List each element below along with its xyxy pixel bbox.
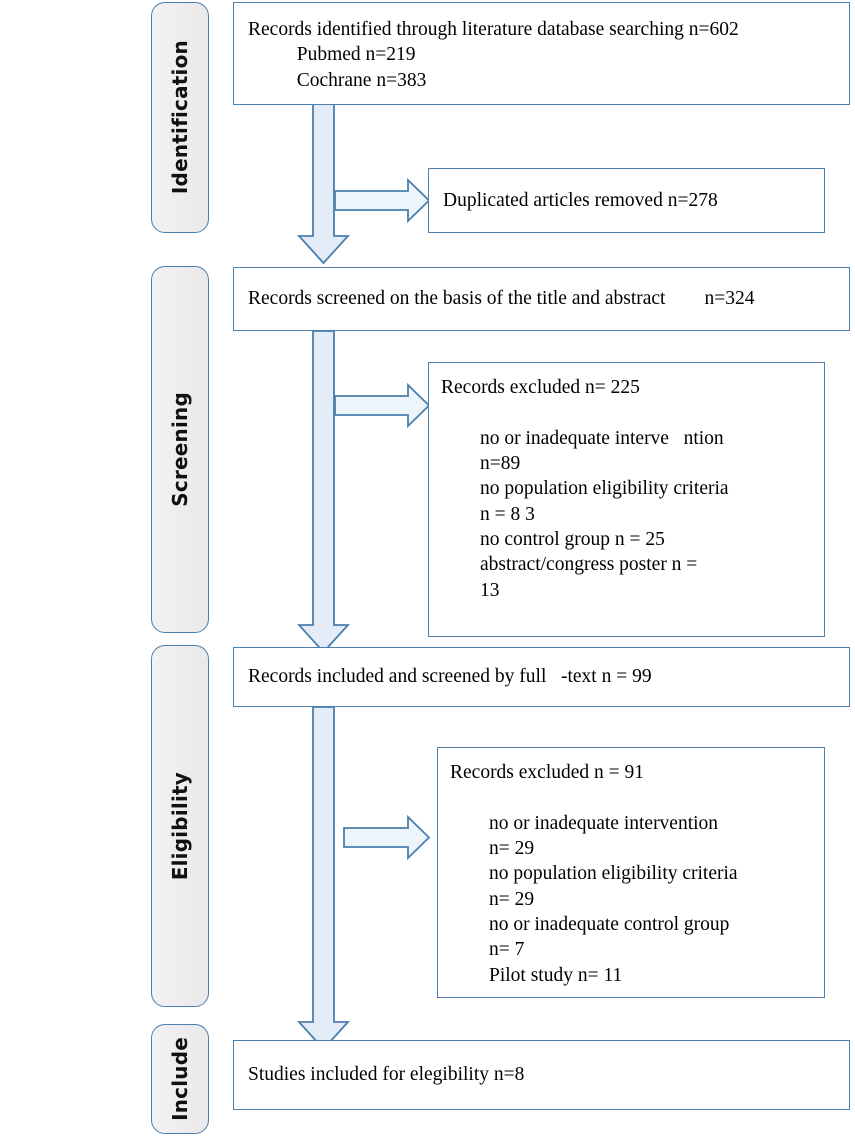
stage-pill-eligibility: Eligibility <box>151 645 209 1007</box>
arrow-identified-to-screened-icon <box>296 103 351 265</box>
arrow-to-excluded-screening-icon <box>334 382 431 429</box>
stage-label-screening: Screening <box>168 392 192 507</box>
arrow-fulltext-to-included-icon <box>296 706 351 1051</box>
box-records-included-fulltext: Records included and screened by full -t… <box>233 647 850 707</box>
stage-label-identification: Identification <box>168 40 192 195</box>
box-studies-included-text: Studies included for elegibility n=8 <box>248 1064 525 1086</box>
stage-pill-include: Include <box>151 1024 209 1134</box>
box-records-excluded-eligibility-text: Records excluded n = 91 no or inadequate… <box>450 762 738 986</box>
box-records-identified: Records identified through literature da… <box>233 2 850 105</box>
box-records-screened: Records screened on the basis of the tit… <box>233 267 850 331</box>
box-duplicates-removed: Duplicated articles removed n=278 <box>428 168 825 233</box>
stage-pill-screening: Screening <box>151 266 209 633</box>
stage-label-include: Include <box>168 1037 192 1121</box>
box-records-excluded-eligibility: Records excluded n = 91 no or inadequate… <box>437 747 825 998</box>
box-records-screened-text: Records screened on the basis of the tit… <box>248 288 755 310</box>
arrow-to-excluded-eligibility-icon <box>343 814 431 861</box>
box-duplicates-removed-text: Duplicated articles removed n=278 <box>443 189 718 211</box>
box-records-excluded-screening: Records excluded n= 225 no or inadequate… <box>428 362 825 637</box>
box-records-excluded-screening-text: Records excluded n= 225 no or inadequate… <box>441 377 729 601</box>
stage-label-eligibility: Eligibility <box>168 771 192 881</box>
box-studies-included: Studies included for elegibility n=8 <box>233 1040 850 1110</box>
box-records-identified-text: Records identified through literature da… <box>248 19 739 91</box>
arrow-to-duplicates-icon <box>334 177 431 224</box>
stage-pill-identification: Identification <box>151 2 209 233</box>
box-records-included-fulltext-text: Records included and screened by full -t… <box>248 666 652 688</box>
arrow-screened-to-fulltext-icon <box>296 330 351 654</box>
